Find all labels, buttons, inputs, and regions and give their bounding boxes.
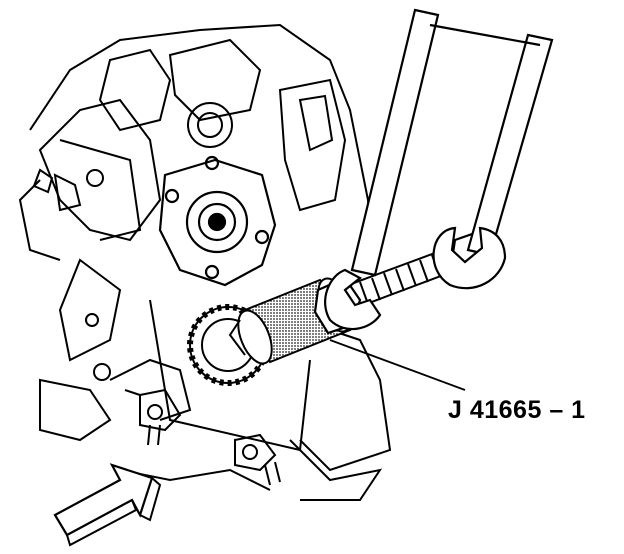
tool-callout-label: J 41665 – 1 [448, 396, 586, 424]
pump-plate [158, 155, 277, 287]
wrench-handles [324, 8, 554, 331]
direction-arrow-icon [53, 463, 162, 547]
callout-leader-line [329, 339, 466, 391]
front-cover [124, 299, 311, 486]
